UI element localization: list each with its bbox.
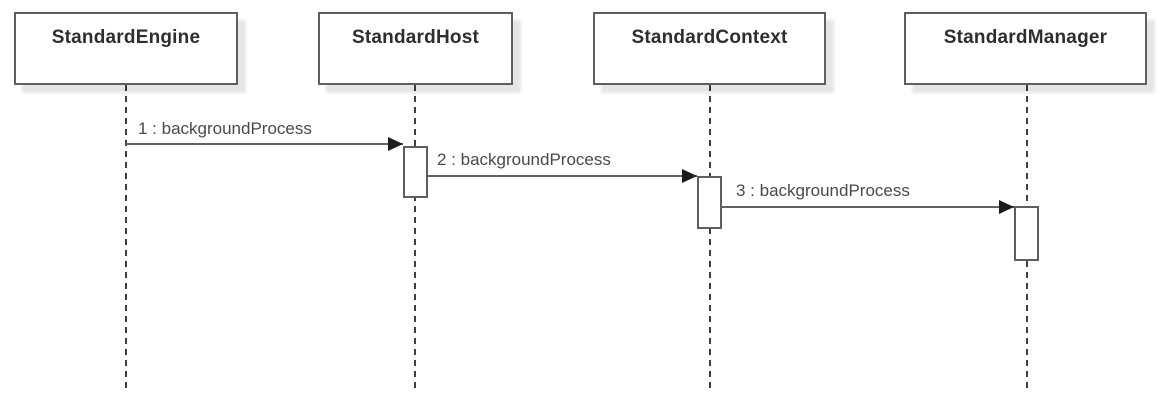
message-3-label: 3 : backgroundProcess xyxy=(736,181,910,200)
message-1-arrowhead-icon xyxy=(388,137,403,151)
actor-box-standard-host: StandardHost xyxy=(318,12,513,85)
actor-box-standard-context: StandardContext xyxy=(593,12,826,85)
activation-bar-standard-host xyxy=(403,146,428,198)
activation-bar-standard-manager xyxy=(1014,206,1039,261)
actor-box-standard-engine: StandardEngine xyxy=(14,12,238,85)
message-2-arrowhead-icon xyxy=(682,169,697,183)
message-3-arrowhead-icon xyxy=(999,200,1014,214)
lifeline-standard-host xyxy=(414,85,416,390)
actor-name-standard-context: StandardContext xyxy=(631,27,788,48)
activation-bar-standard-context xyxy=(697,176,722,229)
message-2-line xyxy=(428,175,697,177)
message-1-label: 1 : backgroundProcess xyxy=(138,119,312,138)
message-2-label: 2 : backgroundProcess xyxy=(437,150,611,169)
lifeline-standard-context xyxy=(709,85,711,390)
message-3-line xyxy=(722,206,1014,208)
lifeline-standard-engine xyxy=(125,85,127,390)
actor-box-standard-manager: StandardManager xyxy=(904,12,1147,85)
message-1-line xyxy=(126,143,403,145)
actor-name-standard-engine: StandardEngine xyxy=(51,27,201,48)
actor-name-standard-host: StandardHost xyxy=(352,27,479,48)
actor-name-standard-manager: StandardManager xyxy=(943,27,1108,48)
